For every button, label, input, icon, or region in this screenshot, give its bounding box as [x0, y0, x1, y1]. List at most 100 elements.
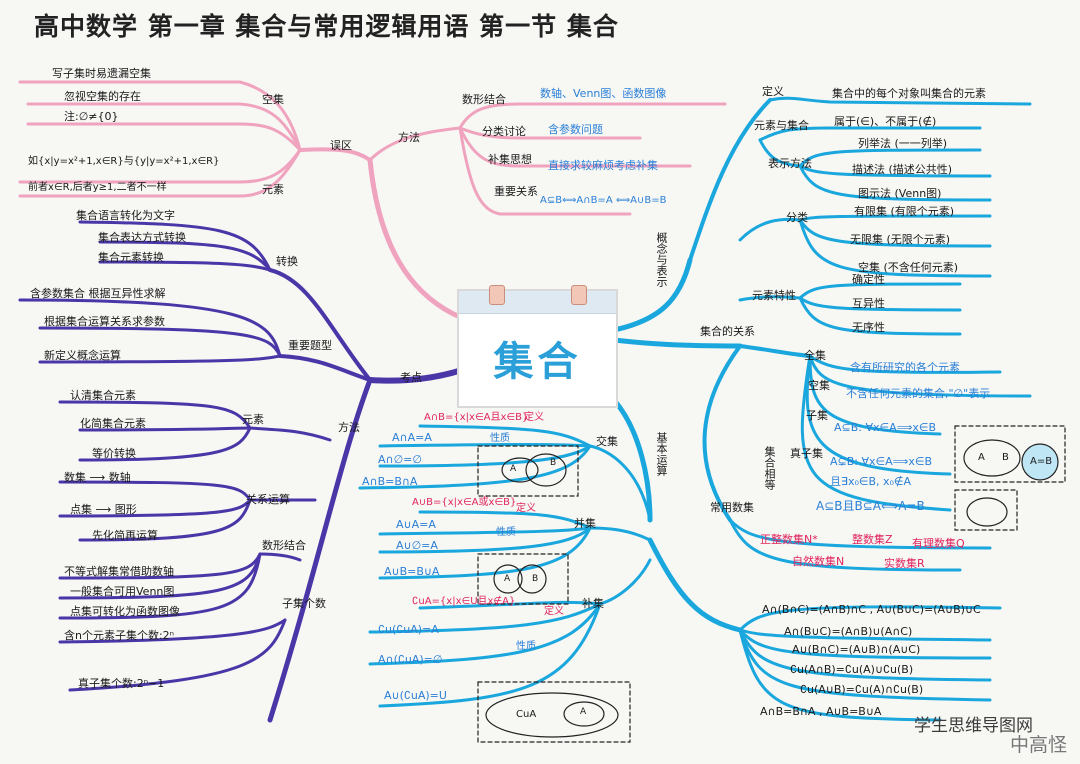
purple-yuansu-label: 元素	[242, 413, 264, 426]
page-title: 高中数学 第一章 集合与常用逻辑用语 第一节 集合	[34, 12, 619, 41]
shuji-item: 正整数集N*	[760, 533, 818, 546]
yunsuan-law: A∩B=B∩A , A∪B=B∪A	[760, 705, 882, 718]
prop-tag: 性质	[496, 527, 516, 538]
pink-fangfa-name: 分类讨论	[482, 125, 526, 138]
purple-label: 考点	[400, 371, 422, 384]
cyan-kongji-label: 空集	[808, 379, 830, 392]
prop-tag: 性质	[516, 641, 536, 652]
pink-yuansu-item: 前者x∈R,后者y≥1,二者不一样	[28, 182, 167, 193]
purple-guanxi-item: 点集 ⟶ 图形	[70, 503, 137, 516]
purple-shuxing-item: 一般集合可用Venn图	[70, 585, 175, 598]
cyan-guanxi-label: 集合的关系	[700, 325, 755, 338]
center-node: 集合	[457, 285, 618, 408]
pink-fangfa-label: 方法	[398, 131, 420, 144]
pink-branch-lines	[18, 80, 727, 321]
shuji-item: 实数集R	[884, 557, 925, 570]
center-title: 集合	[493, 339, 582, 385]
cyan-bottom-label: 基本运算	[655, 432, 668, 476]
purple-zhuanhuan-item: 集合元素转换	[98, 251, 164, 264]
shuji-item: 自然数集N	[792, 555, 845, 568]
cyan-biaoshi-item: 列举法 (一一列举)	[858, 137, 948, 150]
purple-fangfa-label: 方法	[338, 421, 360, 434]
pink-kongji-item: 写子集时易遗漏空集	[52, 67, 151, 80]
pink-fangfa-name: 数形结合	[462, 93, 506, 106]
purple-yuansu-item: 认清集合元素	[70, 389, 136, 402]
watermark: 学生思维导图网	[914, 716, 1033, 736]
cyan-texing-item: 确定性	[852, 273, 885, 286]
cyan-shuji-label: 常用数集	[710, 501, 754, 514]
purple-ziji-item: 含n个元素子集个数:2ⁿ	[64, 629, 175, 642]
shuji-item: 有理数集Q	[912, 537, 965, 550]
venn-label: A	[504, 574, 511, 584]
pink-kongji-item: 注:∅≠{0}	[64, 110, 119, 123]
purple-ziji-item: 真子集个数:2ⁿ−1	[78, 677, 165, 690]
venn-label: B	[1002, 452, 1009, 463]
bingji-prop: A∪∅=A	[396, 539, 438, 552]
cyan-fenlei-item: 空集 (不含任何元素)	[858, 261, 959, 274]
purple-branch-lines	[18, 220, 465, 723]
yunsuan-law: A∩(B∪C)=(A∩B)∪(A∩C)	[784, 625, 913, 638]
cyan-quanji-label: 全集	[804, 349, 826, 362]
venn-shapes	[485, 439, 1059, 738]
cyan-biaoshi-item: 描述法 (描述公共性)	[852, 163, 953, 176]
purple-zhuanhuan-item: 集合语言转化为文字	[76, 209, 175, 222]
venn-label: CuA	[516, 709, 537, 720]
purple-ziji-label: 子集个数	[282, 597, 326, 610]
pink-label: 误区	[330, 139, 352, 152]
purple-tixing-label: 重要题型	[288, 339, 332, 352]
bingji-prop: A∪A=A	[396, 518, 436, 531]
purple-tixing-item: 新定义概念运算	[44, 349, 121, 362]
cyan-fenlei-label: 分类	[786, 211, 808, 224]
jiaoji-prop: A∩∅=∅	[378, 453, 422, 466]
signature: 中高怪	[1010, 734, 1068, 756]
card-top-strip	[459, 291, 616, 314]
jiaoji-prop: A∩A=A	[392, 431, 432, 444]
cyan-bottom-lines	[358, 397, 1002, 722]
jiaoji-prop: A∩B=B∩A	[362, 475, 418, 488]
shuji-item: 整数集Z	[852, 533, 893, 546]
buji-def: ∁uA={x|x∈U且x∉A}	[412, 596, 516, 607]
cyan-texing-item: 互异性	[852, 297, 885, 310]
pink-fangfa-name: 补集思想	[488, 153, 532, 166]
cyan-fenlei-item: 无限集 (无限个元素)	[850, 233, 951, 246]
cyan-texing-item: 无序性	[852, 321, 885, 334]
cyan-kongji-note: 不含任何元素的集合,"∅"表示	[846, 387, 991, 400]
venn-label: A	[978, 452, 985, 463]
pink-fangfa-note: 含参数问题	[548, 123, 603, 136]
purple-tixing-item: 含参数集合 根据互异性求解	[30, 287, 166, 300]
pink-fangfa-name: 重要关系	[494, 185, 538, 198]
jiaoji-label: 交集	[596, 435, 618, 448]
cyan-quanji-note: 含有所研究的各个元素	[850, 361, 960, 374]
cyan-right-lines	[611, 96, 1032, 572]
purple-shuxing-label: 数形结合	[262, 539, 306, 552]
cyan-zhenziji-note: A⊊B: ∀x∈A⟹x∈B	[830, 455, 933, 468]
purple-shuxing-item: 不等式解集常借助数轴	[64, 565, 174, 578]
pink-kongji-item: 忽视空集的存在	[64, 90, 141, 103]
yunsuan-law: ∁u(A∪B)=∁u(A)∩∁u(B)	[800, 683, 924, 696]
bingji-label: 并集	[574, 517, 596, 530]
cyan-zhenziji-note: 且∃x₀∈B, x₀∉A	[830, 475, 912, 488]
buji-prop: A∪(∁uA)=U	[384, 689, 447, 702]
jiaoji-def: A∩B={x|x∈A且x∈B}	[424, 412, 529, 423]
cyan-xiangdeng-note: A⊆B且B⊆A⟺A=B	[816, 499, 925, 513]
cyan-dingyi-note: 集合中的每个对象叫集合的元素	[832, 87, 986, 100]
cyan-zhenziji-label: 真子集	[790, 447, 823, 460]
buji-prop: A∩(∁uA)=∅	[378, 653, 443, 666]
card-ring-left	[489, 285, 505, 305]
yunsuan-law: A∩(B∩C)=(A∩B)∩C , A∪(B∪C)=(A∪B)∪C	[762, 603, 981, 616]
pink-fangfa-note: 直接求较麻烦考虑补集	[548, 159, 658, 172]
cyan-biaoshi-item: 图示法 (Venn图)	[858, 187, 942, 200]
purple-yuansu-item: 等价转换	[92, 447, 136, 460]
cyan-dingyi-label: 定义	[762, 85, 784, 98]
purple-zhuanhuan-item: 集合表达方式转换	[98, 231, 186, 244]
purple-zhuanhuan-label: 转换	[276, 255, 298, 268]
card-ring-right	[571, 285, 587, 305]
venn-label: A	[510, 464, 517, 474]
cyan-fenlei-item: 有限集 (有限个元素)	[854, 205, 955, 218]
venn-label: A=B	[1030, 456, 1053, 467]
prop-tag: 性质	[490, 433, 510, 444]
pink-fangfa-note: A⊆B⟺A∩B=A ⟺A∪B=B	[540, 195, 667, 206]
pink-yuansu-label: 元素	[262, 183, 284, 196]
pink-fangfa-note: 数轴、Venn图、函数图像	[540, 87, 667, 100]
purple-shuxing-item: 点集可转化为函数图像	[70, 605, 180, 618]
